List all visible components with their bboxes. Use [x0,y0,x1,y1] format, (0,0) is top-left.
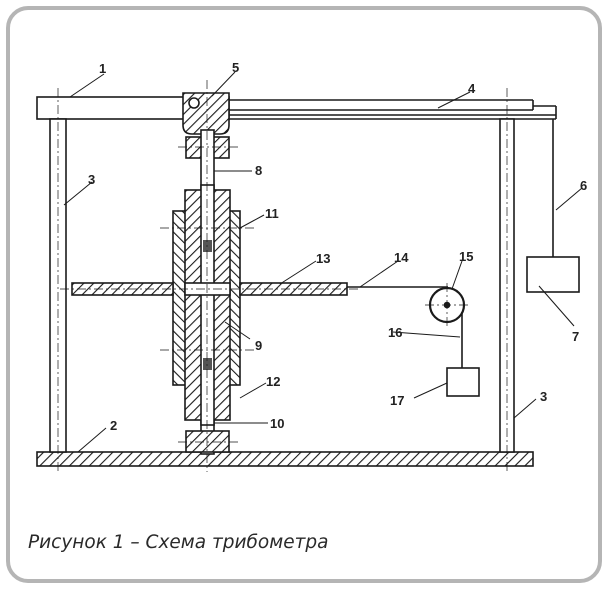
label-13: 13 [316,251,330,266]
weight-7 [526,256,580,293]
label-1: 1 [99,61,106,76]
label-17: 17 [390,393,404,408]
label-7: 7 [572,329,579,344]
weight-17 [446,367,480,397]
label-16: 16 [388,325,402,340]
label-15: 15 [459,249,473,264]
label-6: 6 [580,178,587,193]
label-2: 2 [110,418,117,433]
label-3-left: 3 [88,172,95,187]
label-10: 10 [270,416,284,431]
label-8: 8 [255,163,262,178]
label-5: 5 [232,60,239,75]
label-11: 11 [265,206,279,221]
label-9: 9 [255,338,262,353]
label-4: 4 [468,81,476,96]
figure-caption: Рисунок 1 – Схема трибометра [28,532,329,553]
base-plate [36,451,534,467]
label-3-right: 3 [540,389,547,404]
label-12: 12 [266,374,280,389]
label-14: 14 [394,250,409,265]
